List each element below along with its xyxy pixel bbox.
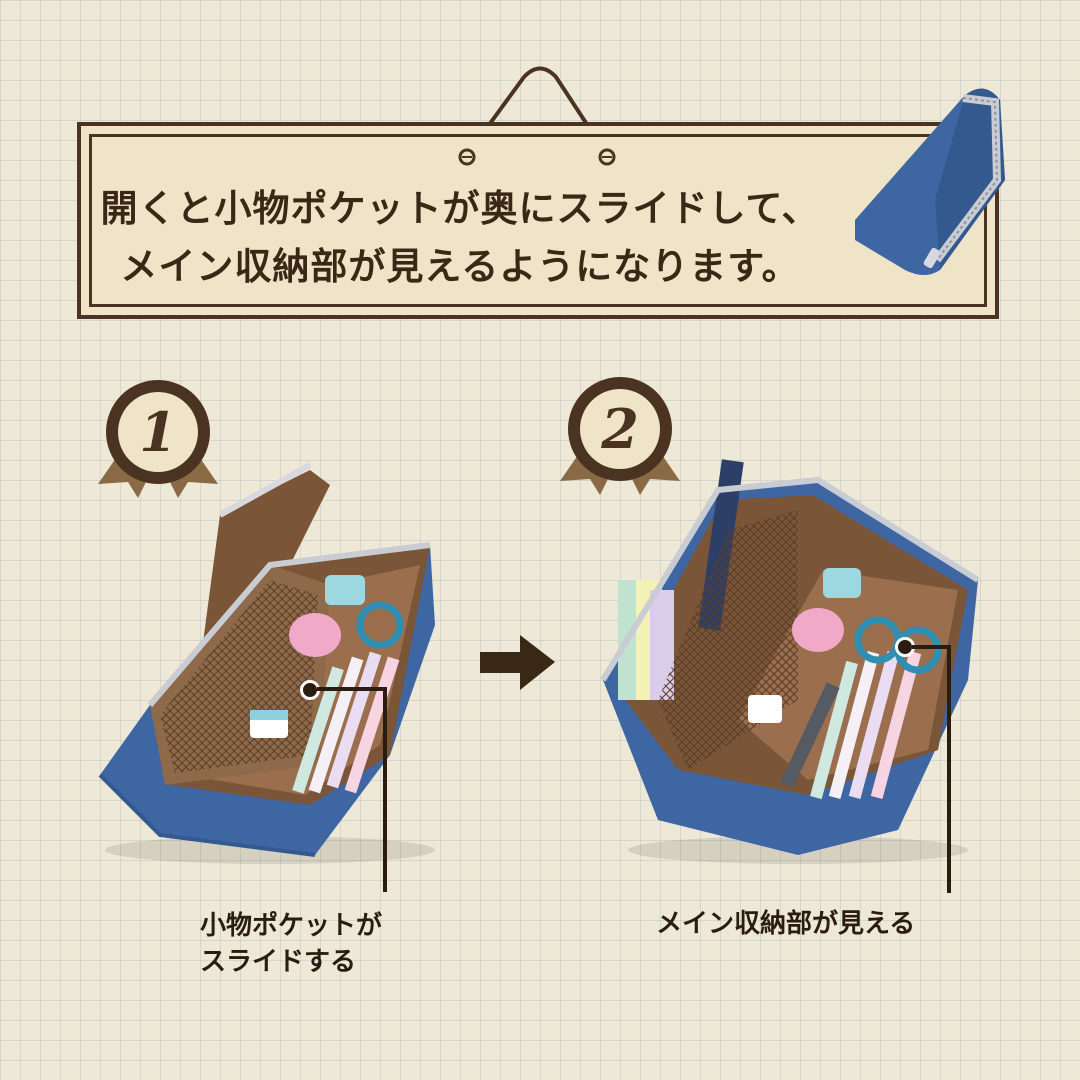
step-2-caption: メイン収納部が見える xyxy=(656,906,915,942)
header-sign-inner-frame xyxy=(89,134,987,307)
step-2-leader-horizontal xyxy=(912,645,950,649)
step-1-leader-vertical xyxy=(383,687,387,892)
closed-pouch-image xyxy=(855,88,1005,275)
step-2-leader-vertical xyxy=(947,645,951,893)
step-2-caption-line-1: メイン収納部が見える xyxy=(656,909,916,939)
hanging-string-nails xyxy=(458,148,616,166)
step-1-caption-line-1: 小物ポケットが xyxy=(200,911,383,941)
step-1-badge-number: 1 xyxy=(139,400,177,464)
header-sign xyxy=(77,122,999,319)
step-1-caption-line-2: スライドする xyxy=(200,947,357,977)
open-pouch-step-1-image xyxy=(98,462,435,864)
step-1-caption: 小物ポケットが スライドする xyxy=(200,908,382,980)
step-1-leader-horizontal xyxy=(317,687,385,691)
step-2-ribbon-badge-icon xyxy=(560,377,680,495)
header-line-2: メイン収納部が見えるようになります。 xyxy=(120,245,800,288)
step-2-badge-number: 2 xyxy=(601,397,639,461)
arrow-right-icon xyxy=(480,635,555,690)
header-line-1: 開くと小物ポケットが奥にスライドして、 xyxy=(100,187,820,230)
step-1-ribbon-badge-icon xyxy=(98,380,218,498)
open-pouch-step-2-image xyxy=(600,459,980,864)
